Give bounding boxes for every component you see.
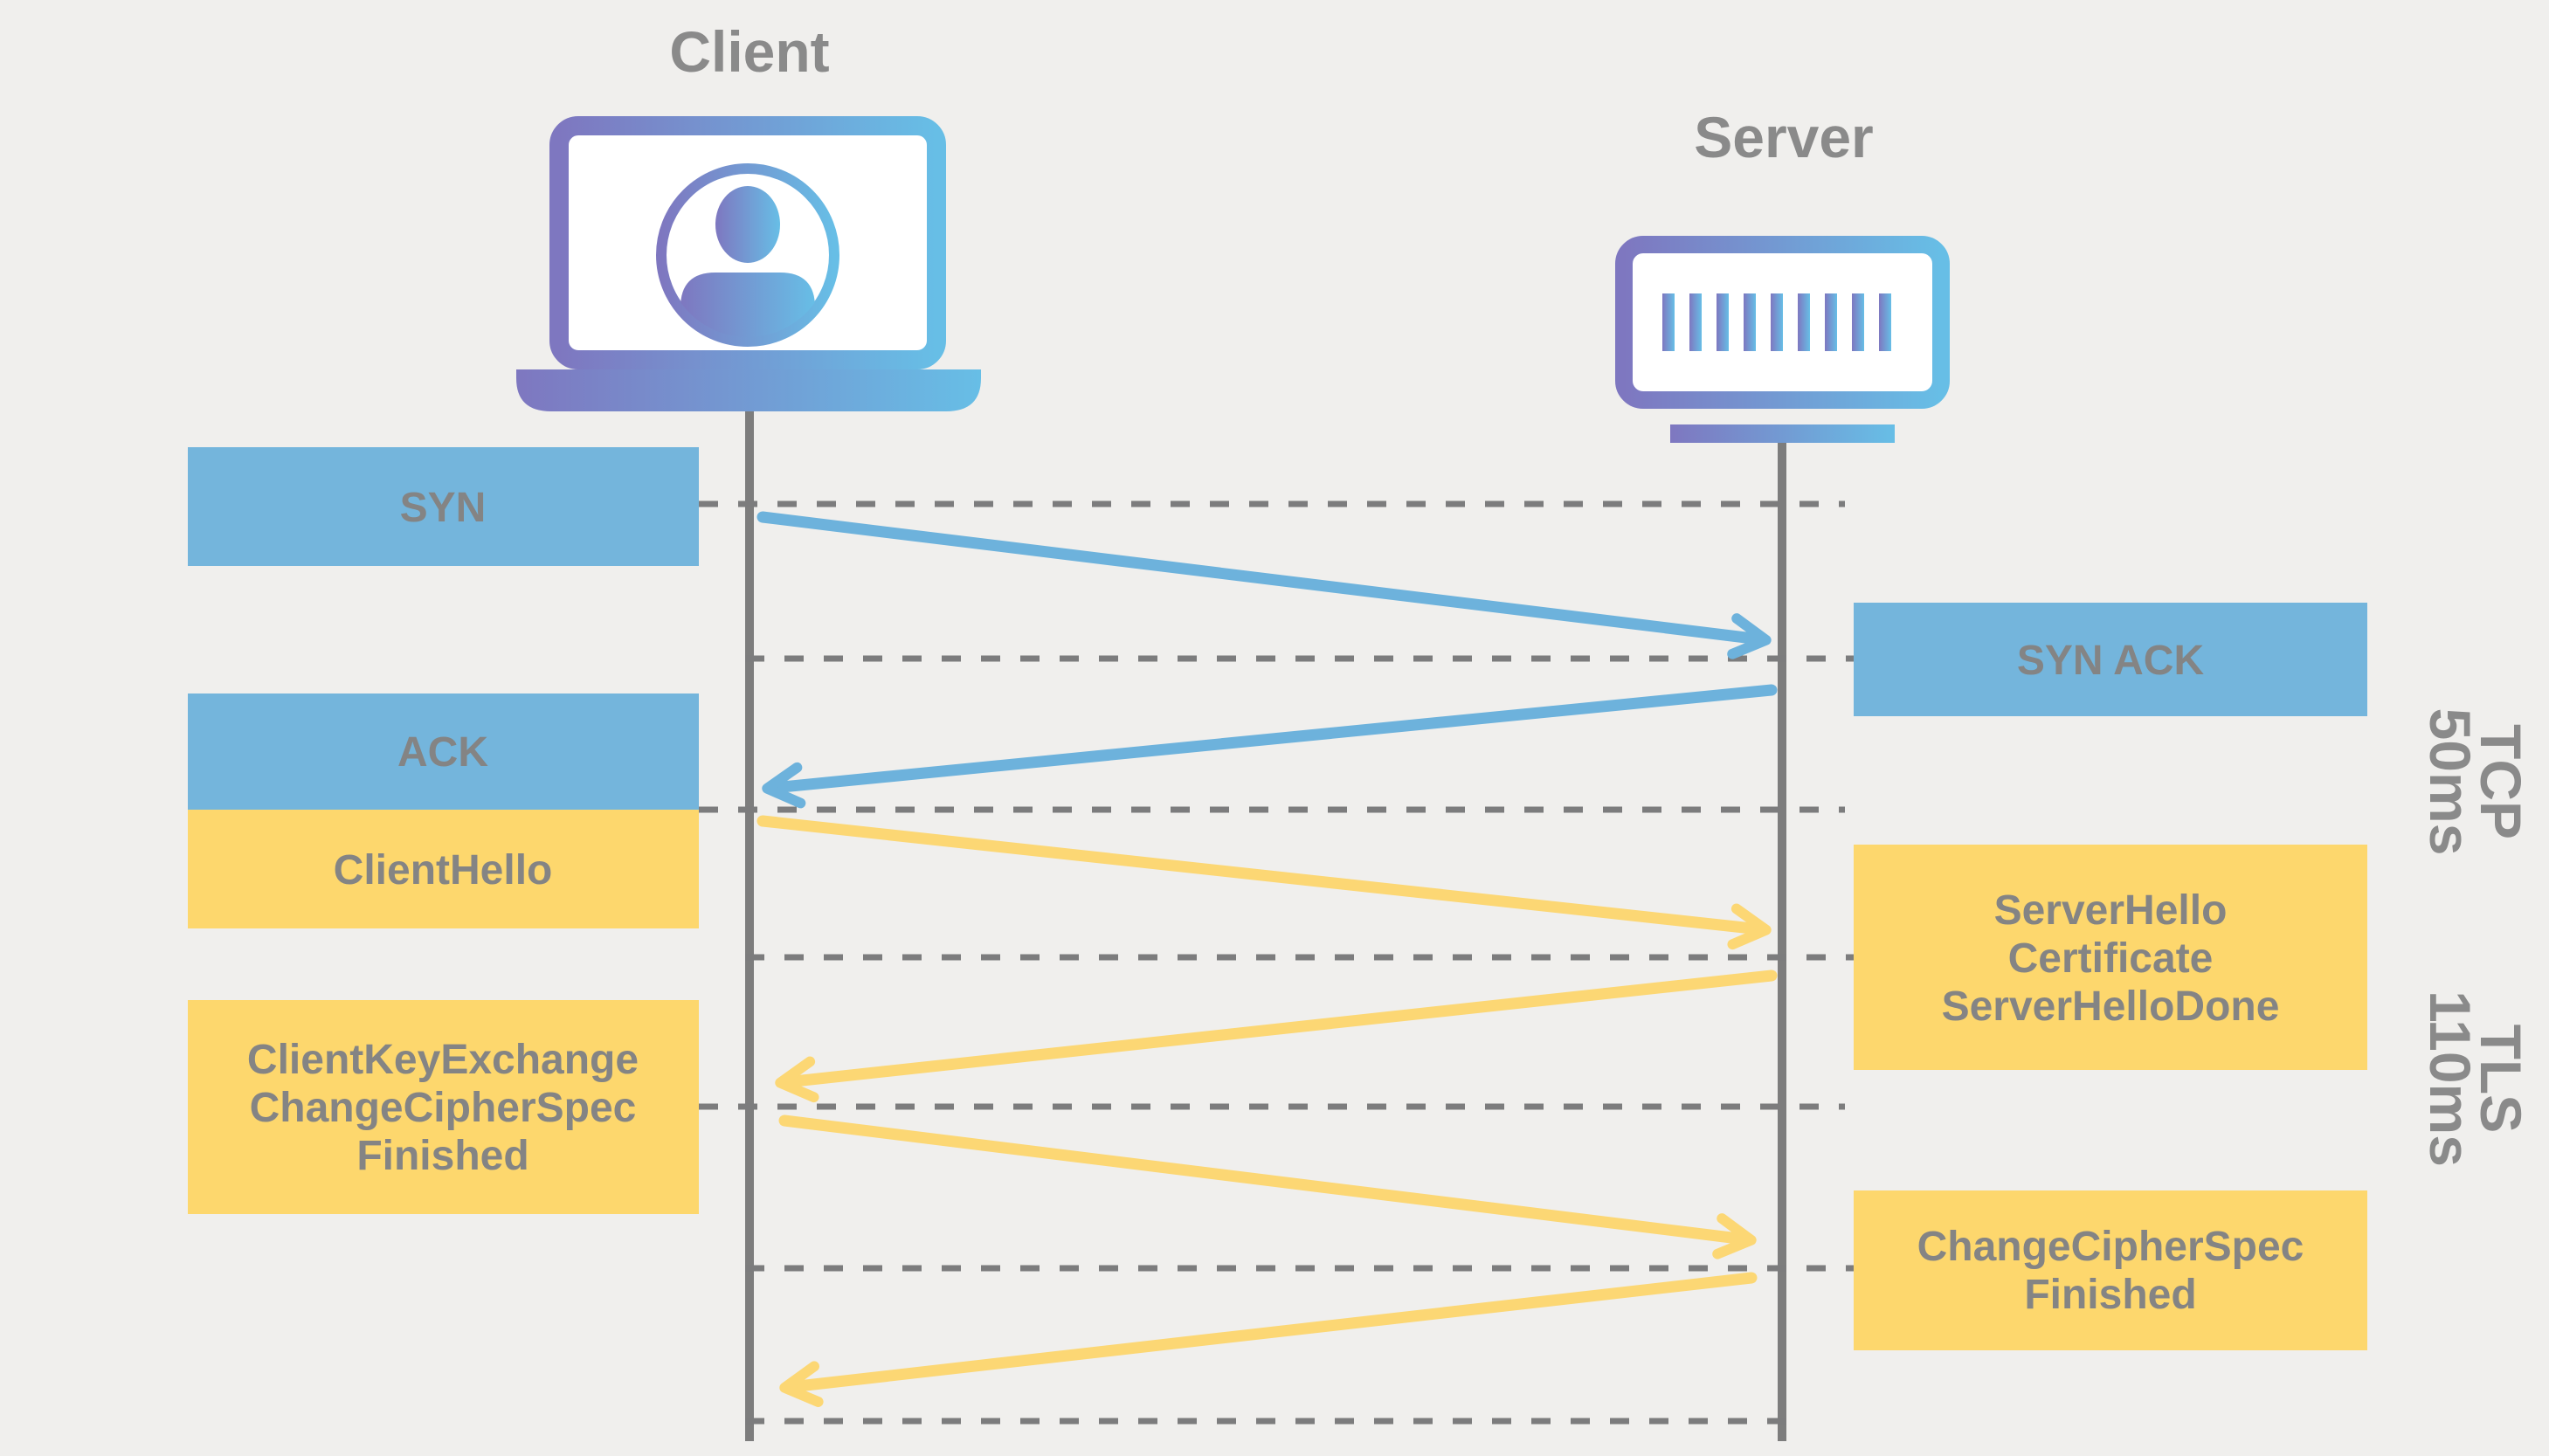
phase-protocol: TCP xyxy=(2469,724,2533,839)
server-vent-bar xyxy=(1717,293,1729,351)
arrow-syn xyxy=(756,511,1772,659)
message-label: ChangeCipherSpec xyxy=(250,1085,637,1131)
server-icon xyxy=(1615,236,1950,443)
server-vent-bar xyxy=(1689,293,1702,351)
message-label: Certificate xyxy=(2008,935,2214,982)
arrow-clientkeyexchange xyxy=(778,1114,1757,1259)
arrow-changecipherspec xyxy=(779,1272,1758,1407)
laptop-icon xyxy=(516,116,981,411)
server-vent-bar xyxy=(1879,293,1891,351)
message-label: ServerHello xyxy=(1994,887,2228,934)
message-box-synack: SYN ACK xyxy=(1854,603,2367,716)
message-label: ChangeCipherSpec xyxy=(1917,1224,2304,1270)
server-base-bar xyxy=(1670,424,1895,443)
message-box xyxy=(1854,603,2367,716)
server-vent-bar xyxy=(1744,293,1756,351)
message-label: ClientKeyExchange xyxy=(247,1037,639,1083)
message-box xyxy=(188,447,699,566)
message-label: ClientHello xyxy=(334,847,553,894)
avatar-ring xyxy=(656,163,839,347)
arrow-serverhello xyxy=(775,970,1778,1103)
client-label: Client xyxy=(669,19,829,84)
laptop-base xyxy=(516,369,981,411)
message-label: ServerHelloDone xyxy=(1942,983,2280,1030)
server-vent-bar xyxy=(1798,293,1810,351)
message-label: ACK xyxy=(397,729,488,776)
message-label: Finished xyxy=(356,1133,528,1179)
message-box-serverhello: ServerHello Certificate ServerHelloDone xyxy=(1854,845,2367,1070)
message-label: Finished xyxy=(2024,1272,2196,1318)
phase-label-tls: TLS 110ms xyxy=(2418,990,2533,1167)
message-box-clienthello: ClientHello xyxy=(188,810,699,928)
message-box-ack: ACK xyxy=(188,693,699,810)
phase-label-tcp: TCP 50ms xyxy=(2418,708,2533,856)
message-box xyxy=(188,810,699,928)
server-actor: Server xyxy=(1615,105,1950,443)
server-vent-bar xyxy=(1825,293,1837,351)
avatar-head xyxy=(715,186,780,263)
arrow-synack xyxy=(762,684,1778,809)
server-label: Server xyxy=(1694,105,1874,169)
message-box xyxy=(188,693,699,810)
phase-duration: 110ms xyxy=(2418,990,2483,1167)
message-box xyxy=(1854,845,2367,1070)
arrow-clienthello xyxy=(756,815,1772,950)
server-vent-bar xyxy=(1771,293,1783,351)
message-label: SYN xyxy=(400,485,487,531)
server-vent-bars xyxy=(1662,293,1891,351)
phase-protocol: TLS xyxy=(2469,1025,2533,1134)
user-avatar-icon xyxy=(680,186,815,337)
message-box xyxy=(1854,1190,2367,1350)
message-label: SYN ACK xyxy=(2017,638,2205,684)
message-box-changecipherspec: ChangeCipherSpec Finished xyxy=(1854,1190,2367,1350)
client-actor: Client xyxy=(516,19,981,411)
avatar-shoulders xyxy=(680,273,815,337)
message-box-clientkeyexchange: ClientKeyExchange ChangeCipherSpec Finis… xyxy=(188,1000,699,1214)
message-box-syn: SYN xyxy=(188,447,699,566)
server-vent-bar xyxy=(1852,293,1864,351)
server-vent-bar xyxy=(1662,293,1675,351)
message-box xyxy=(188,1000,699,1214)
phase-duration: 50ms xyxy=(2418,708,2483,856)
